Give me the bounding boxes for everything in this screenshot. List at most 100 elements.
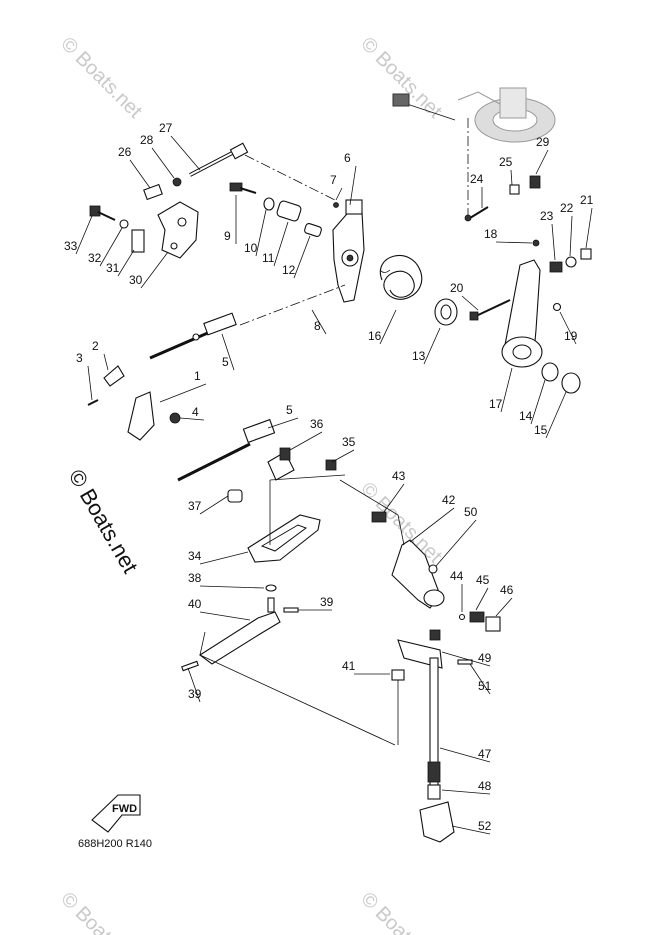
leader-line [569, 215, 573, 257]
leader-line [75, 215, 93, 255]
callout-label-10: 10 [244, 241, 258, 255]
callout-label-29: 29 [536, 135, 550, 149]
leader-line [199, 611, 251, 621]
callout-label-49: 49 [478, 651, 492, 665]
leader-line [159, 383, 207, 403]
leader-line [441, 789, 491, 795]
leader-line [170, 135, 201, 171]
leader-line [273, 221, 289, 267]
callout-label-13: 13 [412, 349, 426, 363]
callout-label-45: 45 [476, 573, 490, 587]
leader-line [451, 825, 491, 835]
cable-upper [149, 312, 237, 360]
callout-label-19: 19 [564, 329, 578, 343]
callout-label-6: 6 [344, 151, 351, 165]
callout-label-12: 12 [282, 263, 296, 277]
leader-line [199, 585, 265, 589]
leader-line [151, 147, 175, 179]
callout-label-25: 25 [499, 155, 513, 169]
leader-line [289, 431, 323, 451]
callout-label-4: 4 [192, 405, 199, 419]
faint-watermark: © Boats.net [56, 33, 146, 123]
leader-line [335, 187, 343, 201]
leader-line [461, 295, 479, 311]
callout-label-8: 8 [314, 319, 321, 333]
callout-label-47: 47 [478, 747, 492, 761]
callout-label-9: 9 [224, 229, 231, 243]
leader-line [179, 417, 205, 421]
leader-line [409, 507, 455, 543]
leader-line [441, 651, 491, 667]
fwd-label: FWD [112, 803, 137, 815]
shift-shaft-assembly [371, 511, 501, 843]
callout-label-2: 2 [92, 339, 99, 353]
callout-label-23: 23 [540, 209, 554, 223]
callout-label-34: 34 [188, 549, 202, 563]
callout-label-3: 3 [76, 351, 83, 365]
lever-40 [181, 584, 299, 672]
leader-line [129, 159, 151, 189]
leader-line [535, 149, 549, 175]
callout-label-43: 43 [392, 469, 406, 483]
leader-line [221, 333, 235, 371]
callout-label-5b: 5 [286, 403, 293, 417]
callout-label-27: 27 [159, 121, 173, 135]
callout-label-11: 11 [262, 251, 275, 265]
callout-label-50: 50 [464, 505, 478, 519]
callout-label-41: 41 [342, 659, 356, 673]
leader-line [267, 417, 299, 429]
callout-label-28: 28 [140, 133, 154, 147]
callout-label-51: 51 [478, 679, 492, 693]
leader-line [331, 449, 355, 463]
callout-label-22: 22 [560, 201, 574, 215]
leader-line [495, 597, 513, 617]
leader-line [311, 309, 327, 335]
leader-line [423, 327, 441, 365]
leader-line [187, 667, 201, 703]
callout-label-7: 7 [330, 173, 337, 187]
leader-line [495, 241, 533, 244]
leader-line [530, 379, 546, 425]
leader-line [435, 519, 477, 567]
callout-label-31: 31 [106, 261, 120, 275]
callouts: 1234556789101112131415161718192021222324… [64, 121, 594, 835]
leader-line [510, 169, 513, 186]
callout-label-20: 20 [450, 281, 464, 295]
lever-6 [332, 199, 365, 303]
leader-line [559, 311, 577, 345]
callout-label-39a: 39 [320, 595, 334, 609]
bracket-30-group [89, 183, 199, 259]
leader-line [379, 309, 397, 345]
callout-label-24: 24 [470, 172, 484, 186]
reference-code: 688H200 R140 [78, 838, 152, 850]
leader-line [500, 367, 513, 413]
callout-label-32: 32 [88, 251, 102, 265]
leader-line [475, 587, 489, 611]
leader-line [87, 365, 93, 401]
leader-line [383, 483, 405, 513]
callout-label-1: 1 [194, 369, 201, 383]
leader-line [140, 251, 169, 289]
leader-line [199, 495, 229, 515]
leader-line [469, 663, 491, 695]
faint-watermark: © Boats.net [56, 888, 146, 935]
callout-label-35: 35 [342, 435, 356, 449]
callout-label-26: 26 [118, 145, 132, 159]
magneto-base-drawing [392, 87, 556, 143]
leader-line [255, 209, 267, 257]
small-parts-18-29 [464, 175, 592, 273]
leader-line [199, 551, 249, 565]
callout-label-46: 46 [500, 583, 514, 597]
leader-line [293, 235, 311, 279]
bushing-13-bore [440, 304, 452, 320]
callout-label-17: 17 [489, 397, 503, 411]
leader-line [99, 227, 123, 267]
leader-line [585, 207, 593, 249]
callout-label-48: 48 [478, 779, 492, 793]
callout-label-33: 33 [64, 239, 78, 253]
main-watermark: © Boats.net [64, 465, 143, 577]
link-rod-27 [172, 142, 249, 187]
spring-16 [379, 254, 423, 300]
leader-line [117, 249, 135, 277]
